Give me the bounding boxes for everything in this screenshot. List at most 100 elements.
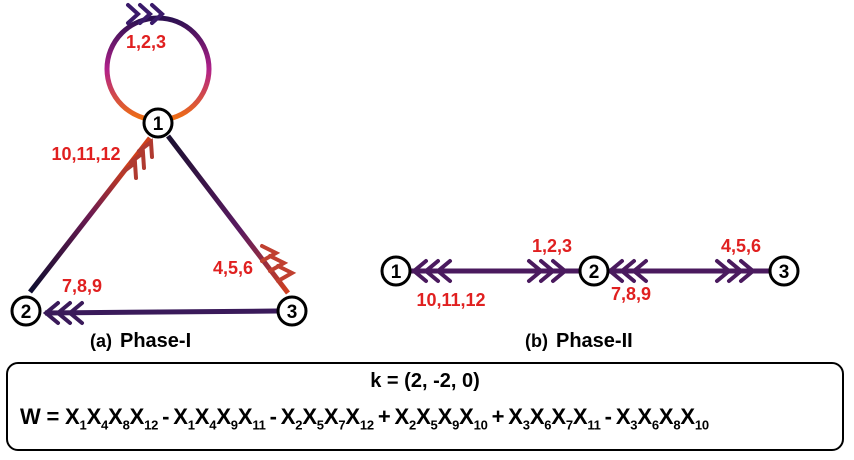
w-term: X1X4X9X11 [173,404,266,433]
w-factor: X [551,404,566,429]
phase1-edge-3-2-arrowheads [42,301,84,325]
phase1-edge-1-3-arrowheads [260,244,297,283]
phase2-edge-2-3-bottom-label: 7,8,9 [611,284,651,304]
phase-diagrams: 1 2 3 1,2,3 10,11,12 4,5,6 7,8,9 [10,3,800,327]
w-factor: X [416,404,431,429]
phase2-caption-title: Phase-II [555,330,633,352]
w-factor: X [615,404,631,429]
phase2-caption-tag: (b) [525,331,548,351]
w-factor: X [572,404,588,429]
phase2-node-1-label: 1 [391,262,402,283]
phase1-node-1-label: 1 [153,114,164,135]
phase2-edge-1-2-top-label: 1,2,3 [532,236,572,256]
k-vector: k = (2, -2, 0) [370,370,480,392]
phase2-node-3-label: 3 [779,262,790,283]
w-factor-index: 11 [587,417,601,433]
w-term: X2X5X7X12 [280,404,374,433]
formula-box: k = (2, -2, 0) W = X1X4X8X12-X1X4X9X11-X… [6,362,844,451]
w-term: X1X4X8X12 [65,404,159,433]
w-factor-index: 6 [651,417,659,433]
w-factor-index: 5 [430,417,438,433]
w-factor-index: 3 [630,417,638,433]
w-formula: W = X1X4X8X12-X1X4X9X11-X2X5X7X12+X2X5X9… [20,404,834,432]
w-factor-index: 2 [409,417,417,433]
phase2-edge-2-3-top-label: 4,5,6 [721,236,761,256]
phase1-caption: (a) Phase-I [90,330,191,353]
w-prefix: W = [20,404,60,429]
phase2-node-2-label: 2 [589,262,600,283]
phase1-caption-tag: (a) [90,331,112,351]
w-factor: X [658,404,674,429]
w-factor-index: 8 [673,417,681,433]
w-factor-index: 9 [452,417,460,433]
phase2-node-1: 1 [380,255,412,287]
w-term: X2X5X9X10 [394,404,488,433]
w-terms: X1X4X8X12-X1X4X9X11-X2X5X7X12+X2X5X9X10+… [65,404,709,433]
w-factor: X [680,404,695,429]
w-factor-index: 1 [187,417,195,433]
w-factor-index: 10 [473,417,488,433]
w-factor: X [108,404,123,429]
w-factor: X [86,404,102,429]
w-factor-index: 7 [338,417,346,433]
w-factor: X [323,404,339,429]
w-factor: X [302,404,317,429]
phase2-graph: 1 2 3 1,2,3 10,11,12 4,5,6 7,8,9 [380,236,800,310]
phase1-graph: 1 2 3 1,2,3 10,11,12 4,5,6 7,8,9 [10,3,308,327]
phase1-edge-2-1-arrowheads [121,138,154,180]
phase1-edge-2-1-label: 10,11,12 [51,144,120,164]
phase1-edge-3-2-label: 7,8,9 [62,276,102,296]
w-operator: - [162,404,170,429]
w-factor: X [129,404,145,429]
w-factor-index: 3 [522,417,530,433]
w-factor-index: 8 [122,417,130,433]
w-factor-index: 4 [101,417,109,433]
w-factor-index: 12 [359,417,374,433]
phase2-arrowheads-to-3 [715,259,757,283]
w-factor: X [280,404,296,429]
w-factor: X [394,404,410,429]
w-operator: - [604,404,612,429]
phase1-caption-title: Phase-I [120,330,192,352]
w-factor: X [65,404,80,429]
phase1-edge-1-3 [166,134,290,295]
phase2-arrowheads-to-2-left [527,259,569,283]
w-term: X3X6X8X10 [615,404,709,433]
phase2-arrowheads-to-1 [410,259,452,283]
w-factor-index: 11 [252,417,266,433]
w-factor-index: 10 [694,417,709,433]
w-factor: X [173,404,188,429]
w-factor-index: 12 [144,417,159,433]
w-factor: X [437,404,453,429]
phase1-node-2-label: 2 [21,302,32,323]
phase2-node-3: 3 [768,255,800,287]
phase2-edge-1-2-bottom-label: 10,11,12 [416,290,485,310]
w-factor-index: 4 [209,417,217,433]
phase2-caption: (b) Phase-II [525,330,633,353]
phase1-node-3-label: 3 [287,302,298,323]
w-factor-index: 9 [230,417,238,433]
phase1-node-3: 3 [276,295,308,327]
phase1-loop-arrowheads [126,3,165,25]
w-factor-index: 7 [565,417,573,433]
w-factor: X [237,404,253,429]
w-operator: + [491,404,505,429]
w-factor-index: 2 [295,417,303,433]
phase1-loop-label: 1,2,3 [126,32,166,52]
phase1-edge-1-3-label: 4,5,6 [213,258,253,278]
w-factor: X [345,404,360,429]
w-factor-index: 6 [544,417,552,433]
w-factor: X [529,404,545,429]
w-factor: X [216,404,231,429]
phase1-node-1: 1 [142,107,174,139]
phase1-node-2: 2 [10,295,42,327]
w-factor: X [508,404,523,429]
w-factor-index: 5 [316,417,324,433]
w-factor: X [459,404,474,429]
w-factor: X [637,404,652,429]
w-operator: - [269,404,277,429]
phase1-edge-3-2 [44,308,278,316]
phase2-arrowheads-to-2-right [606,259,648,283]
w-factor-index: 1 [79,417,87,433]
w-term: X3X6X7X11 [508,404,601,433]
